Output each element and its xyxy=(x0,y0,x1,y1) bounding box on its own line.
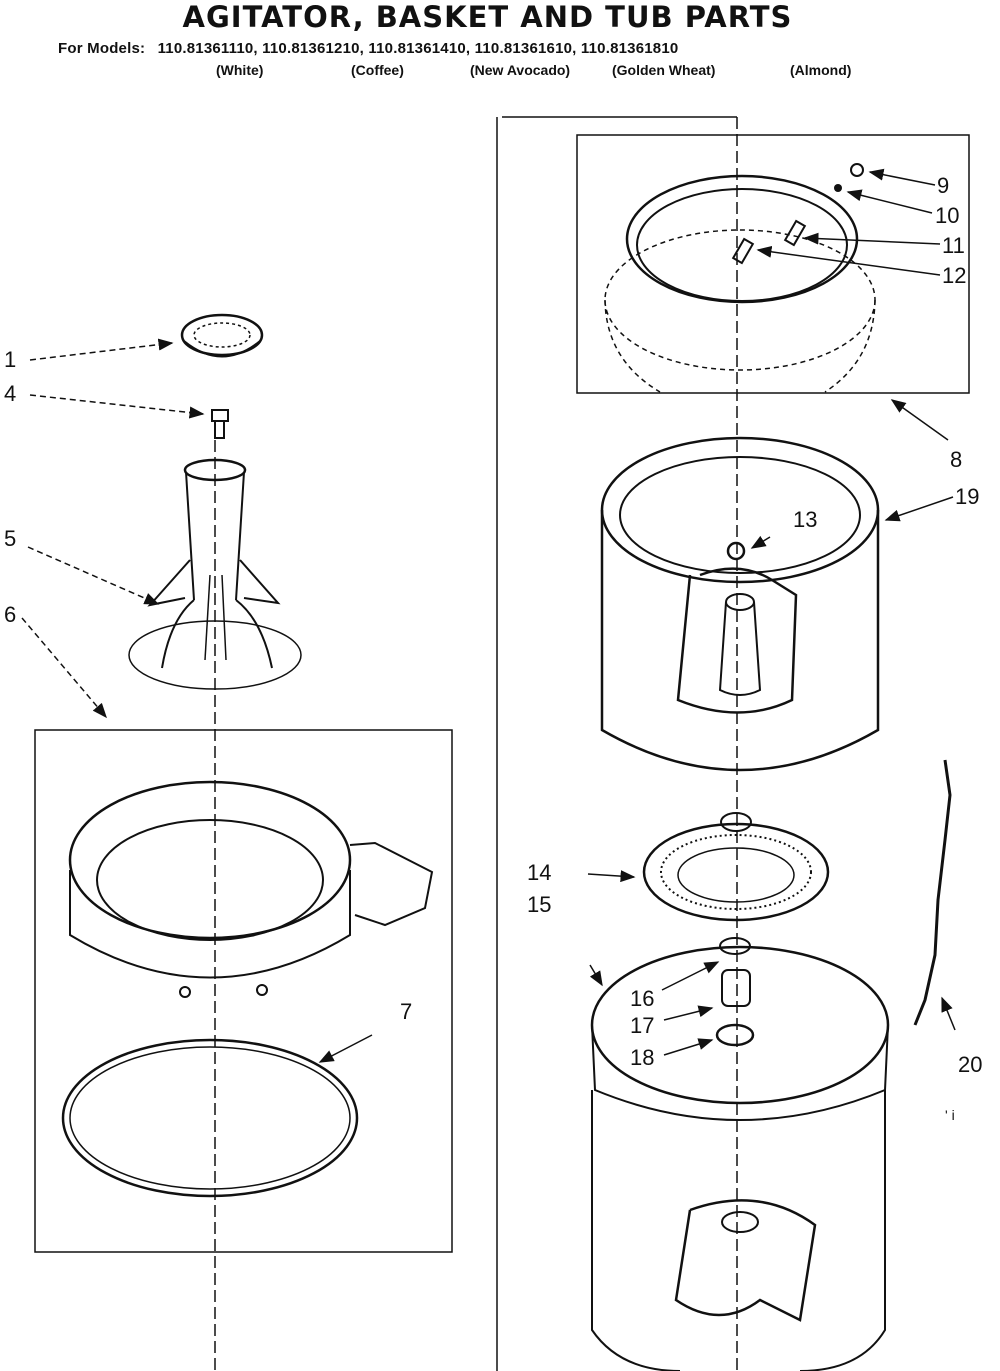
spin-basket-part xyxy=(600,436,880,772)
model-number: 110.81361210, xyxy=(262,40,365,57)
agitator-cap-part xyxy=(180,313,264,358)
model-color: (Almond) xyxy=(790,62,852,78)
part-9-shape xyxy=(850,163,864,177)
part-label: 7 xyxy=(400,999,412,1024)
agitator-part xyxy=(128,458,302,690)
part-label: 8 xyxy=(950,447,962,472)
drive-ring-part xyxy=(642,812,830,922)
part-10-shape xyxy=(834,184,842,192)
part-label: 10 xyxy=(935,203,959,228)
part-label: 16 xyxy=(630,986,654,1011)
model-number: 110.81361110, xyxy=(157,40,258,57)
part-label: 5 xyxy=(4,526,16,551)
part-label: 4 xyxy=(4,381,16,406)
part-17-shape xyxy=(721,969,751,1007)
part-20-shape xyxy=(913,759,952,1026)
part-label: 15 xyxy=(527,892,551,917)
model-numbers: For Models: 110.81361110, 110.81361210, … xyxy=(58,40,678,57)
tub-cover-part xyxy=(604,174,876,393)
part-12-shape xyxy=(731,237,755,265)
part-18-shape xyxy=(715,1023,755,1047)
part-label: 1 xyxy=(4,347,16,372)
model-color: (Golden Wheat) xyxy=(612,62,716,78)
model-colors: (White) (Coffee) (New Avocado) (Golden W… xyxy=(0,62,1000,84)
part-label: 20 xyxy=(958,1052,982,1077)
part-11-shape xyxy=(783,219,807,247)
tub-seal-part xyxy=(61,1038,359,1198)
part-label: 12 xyxy=(942,263,966,288)
model-color: (New Avocado) xyxy=(470,62,571,78)
agitator-bolt-part xyxy=(211,409,229,439)
footnote-mark: ' i xyxy=(945,1107,955,1123)
part-label: 6 xyxy=(4,602,16,627)
diagram-title: AGITATOR, BASKET AND TUB PARTS xyxy=(182,0,793,34)
model-color: (White) xyxy=(216,62,264,78)
part-label: 13 xyxy=(793,507,817,532)
model-number: 110.81361610, xyxy=(474,40,577,57)
models-prefix: For Models: xyxy=(58,40,146,57)
model-number: 110.81361810 xyxy=(580,40,679,57)
part-label: 19 xyxy=(955,484,979,509)
part-label: 11 xyxy=(942,233,965,258)
assembly-box-6 xyxy=(34,729,453,1253)
part-label: 18 xyxy=(630,1045,654,1070)
tub-ring-part xyxy=(68,780,434,998)
assembly-box-8 xyxy=(576,134,970,394)
model-number: 110.81361410, xyxy=(368,40,471,57)
part-label: 9 xyxy=(937,173,949,198)
outer-tub-part xyxy=(590,945,890,1371)
part-label: 17 xyxy=(630,1013,654,1038)
model-color: (Coffee) xyxy=(351,62,404,78)
part-label: 14 xyxy=(527,860,551,885)
